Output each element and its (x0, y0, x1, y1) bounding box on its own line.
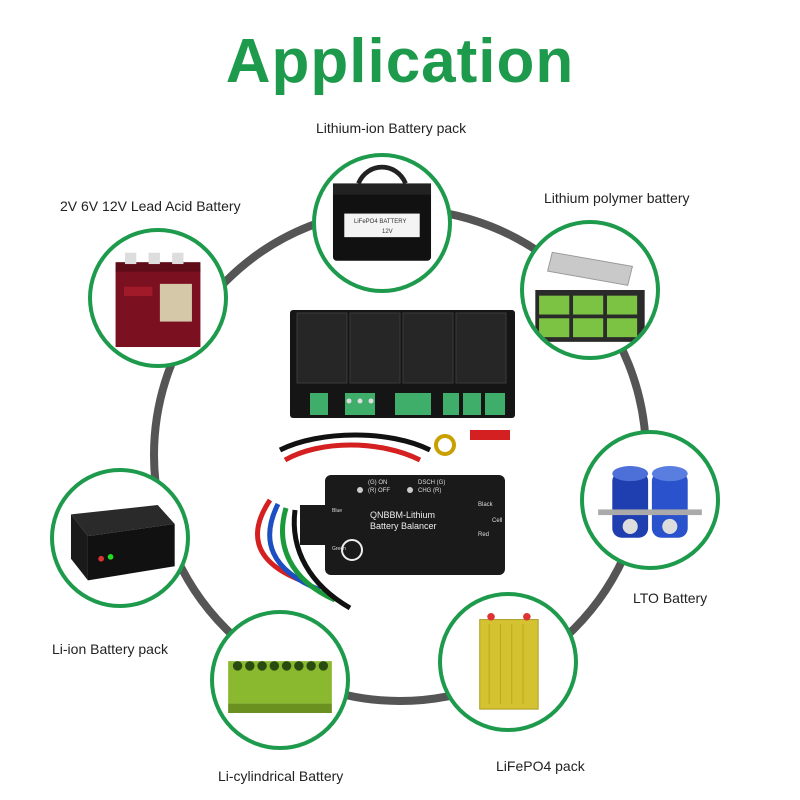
device-subname: Battery Balancer (370, 521, 437, 531)
balancer-board-image (285, 305, 520, 425)
label-lifepo4-pack: LiFePO4 pack (496, 758, 585, 774)
page-title: Application (225, 27, 575, 96)
battery-balancer-device: QNBBM-Lithium Battery Balancer (G) ON (R… (240, 420, 540, 620)
label-li-ion-battery-pack: Li-ion Battery pack (52, 641, 168, 657)
battery-voltage-text: 12V (382, 229, 393, 235)
lto-battery-icon (580, 430, 720, 570)
battery-label-text: LiFePO4 BATTERY (354, 219, 407, 225)
lifepo4-battery-icon: LiFePO4 BATTERY 12V (312, 153, 452, 293)
li-ion-battery-pack-icon (50, 468, 190, 608)
wire-red-label: Red (478, 532, 490, 538)
label-lithium-polymer-battery: Lithium polymer battery (544, 190, 690, 206)
led-dsch-label: DSCH (G) (418, 480, 446, 486)
lead-acid-battery-icon (88, 228, 228, 368)
led-off-label: (R) OFF (368, 488, 390, 494)
led-chg-label: CHG (R) (418, 488, 442, 494)
device-name: QNBBM-Lithium (370, 510, 436, 520)
label-lithium-ion-battery-pack: Lithium-ion Battery pack (316, 120, 467, 136)
label-lead-acid-battery: 2V 6V 12V Lead Acid Battery (60, 198, 241, 214)
lifepo4-pack-icon (438, 592, 578, 732)
wire-black-label: Black (478, 502, 493, 508)
cell-label: Cell (492, 518, 503, 524)
label-li-cylindrical-battery: Li-cylindrical Battery (218, 768, 344, 784)
lithium-polymer-battery-icon (520, 220, 660, 360)
led-on-label: (G) ON (368, 480, 388, 486)
wire-blue-label: Blue (332, 508, 343, 514)
wire-green-label: Green (332, 546, 346, 552)
li-cylindrical-battery-icon (210, 610, 350, 750)
label-lto-battery: LTO Battery (633, 590, 708, 606)
